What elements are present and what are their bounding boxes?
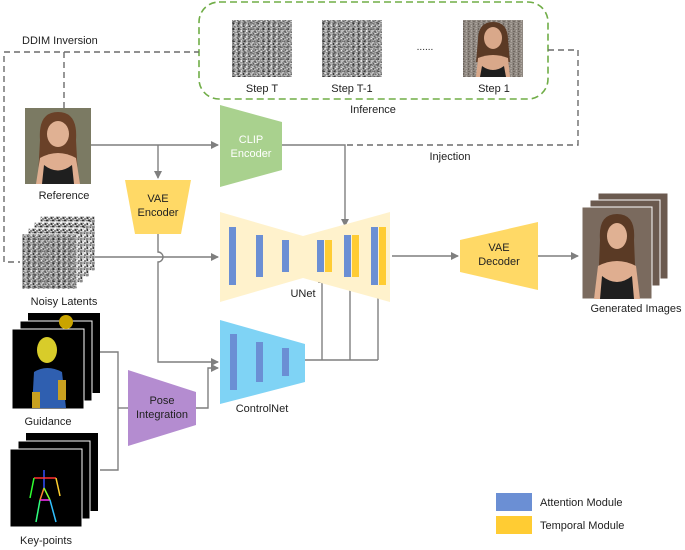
ellipsis-label: ......	[417, 42, 434, 53]
vae-decoder-block	[460, 222, 538, 290]
clip-to-unet-arrow	[282, 144, 349, 227]
generated-images-label: Generated Images	[590, 303, 682, 315]
noisy-latents-stack	[21, 215, 96, 290]
unet-attn-4	[317, 240, 324, 272]
legend-temporal-swatch	[496, 516, 532, 534]
pose-label-1: Pose	[149, 395, 174, 407]
clip-label-1: CLIP	[239, 134, 263, 146]
reference-label: Reference	[39, 190, 90, 202]
inference-label: Inference	[350, 104, 396, 116]
ddim-inversion-label: DDIM Inversion	[22, 35, 98, 47]
controlnet-block	[220, 320, 305, 404]
injection-line	[345, 49, 579, 146]
unet-attn-5	[344, 235, 351, 277]
vae-to-controlnet-arrow	[157, 234, 219, 366]
guidance-label: Guidance	[24, 416, 71, 428]
generated-images-stack	[581, 192, 669, 300]
guidance-stack	[11, 313, 100, 410]
keypoints-stack	[9, 433, 98, 528]
unet-attn-3	[282, 240, 289, 272]
unet-attn-6	[371, 227, 378, 285]
legend-attention-swatch	[496, 493, 532, 511]
unet-attn-1	[229, 227, 236, 285]
step-t-image	[232, 20, 292, 77]
vae-encoder-label-1: VAE	[147, 193, 168, 205]
pose-label-2: Integration	[136, 409, 188, 421]
controlnet-attn-1	[230, 334, 237, 390]
step-1-image	[463, 20, 523, 77]
legend-attention-label: Attention Module	[540, 497, 623, 509]
noisy-latents-label: Noisy Latents	[31, 296, 98, 308]
step-t-label: Step T	[246, 83, 278, 95]
unet-label: UNet	[290, 288, 315, 300]
keypoints-label: Key-points	[20, 535, 72, 547]
unet-attn-2	[256, 235, 263, 277]
unet-temp-6	[379, 227, 386, 285]
step-t-1-label: Step T-1	[331, 83, 372, 95]
unet-temp-4	[325, 240, 332, 272]
controlnet-attn-3	[282, 348, 289, 376]
ddim-inversion-line	[3, 51, 65, 263]
unet-block	[220, 212, 390, 302]
pose-to-controlnet-arrow	[196, 364, 219, 409]
vae-decoder-label-2: Decoder	[478, 256, 520, 268]
guidance-keypoint-bracket	[100, 351, 119, 471]
step-t-1-image	[322, 20, 382, 77]
injection-label: Injection	[430, 151, 471, 163]
clip-encoder-block	[220, 105, 282, 187]
pose-integration-block	[128, 370, 196, 446]
vae-encoder-block	[125, 180, 191, 234]
clip-label-2: Encoder	[231, 148, 272, 160]
vae-decoder-label-1: VAE	[488, 242, 509, 254]
reference-image	[25, 108, 91, 184]
vae-encoder-label-2: Encoder	[138, 207, 179, 219]
controlnet-label: ControlNet	[236, 403, 289, 415]
step-1-label: Step 1	[478, 83, 510, 95]
controlnet-attn-2	[256, 342, 263, 382]
legend-temporal-label: Temporal Module	[540, 520, 624, 532]
unet-temp-5	[352, 235, 359, 277]
